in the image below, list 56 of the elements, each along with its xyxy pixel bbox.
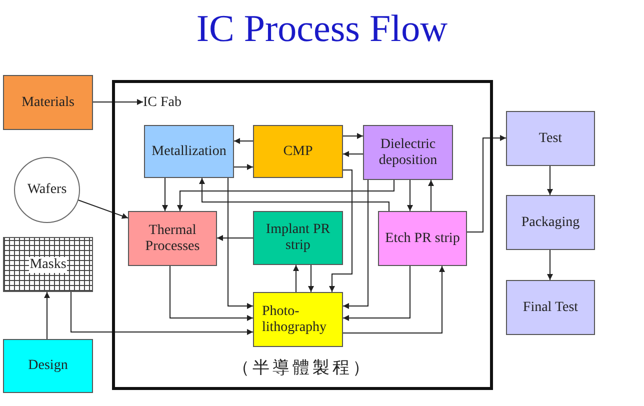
arrow xyxy=(466,135,506,232)
arrow xyxy=(234,138,254,144)
process-label: CMP xyxy=(283,144,313,160)
frame-caption: （半導體製程） xyxy=(232,357,372,379)
arrow xyxy=(342,266,445,334)
process-label: Test xyxy=(538,130,562,146)
process-box xyxy=(506,195,595,250)
process-label: Wafers xyxy=(27,182,67,198)
process-label: Dielectric deposition xyxy=(378,136,438,168)
process-box xyxy=(144,125,234,178)
process-label: Photo- lithography xyxy=(262,304,328,336)
process-box xyxy=(128,211,217,266)
arrow xyxy=(92,99,144,105)
grid-box xyxy=(3,237,93,292)
arrow xyxy=(234,164,254,170)
arrow xyxy=(428,180,434,212)
arrow xyxy=(547,166,553,196)
process-label: Thermal Processes xyxy=(144,222,201,254)
arrow xyxy=(162,178,168,212)
arrow xyxy=(177,180,394,212)
arrow xyxy=(342,151,364,157)
process-box xyxy=(378,211,467,266)
arrow xyxy=(547,250,553,280)
arrow xyxy=(293,264,299,292)
process-label: Metallization xyxy=(152,144,226,160)
arrow xyxy=(78,200,128,219)
process-box xyxy=(253,211,343,265)
frame-label: IC Fab xyxy=(143,95,182,111)
arrow xyxy=(70,292,254,335)
process-label: Masks xyxy=(28,256,68,272)
input-box xyxy=(3,75,93,130)
process-box xyxy=(363,125,453,180)
process-box xyxy=(506,111,595,166)
process-label: Implant PR strip xyxy=(264,222,332,254)
arrow xyxy=(199,178,390,212)
process-label: Design xyxy=(28,358,68,374)
process-box xyxy=(253,292,343,347)
arrow xyxy=(216,235,254,241)
arrow xyxy=(308,264,314,292)
arrow xyxy=(170,266,254,321)
arrow xyxy=(407,180,413,212)
process-box xyxy=(506,280,595,335)
process-label: Packaging xyxy=(521,214,580,230)
arrow xyxy=(342,266,410,321)
input-box xyxy=(3,339,93,393)
title: IC Process Flow xyxy=(196,7,448,52)
process-label: Etch PR strip xyxy=(385,230,460,246)
arrow xyxy=(44,292,50,340)
arrow xyxy=(329,170,352,292)
frame-box xyxy=(112,80,493,390)
process-box xyxy=(253,125,343,178)
arrow xyxy=(342,133,364,139)
process-label: Materials xyxy=(22,94,74,110)
arrow xyxy=(342,180,368,309)
process-label: Final Test xyxy=(522,300,578,316)
arrow xyxy=(228,178,254,309)
